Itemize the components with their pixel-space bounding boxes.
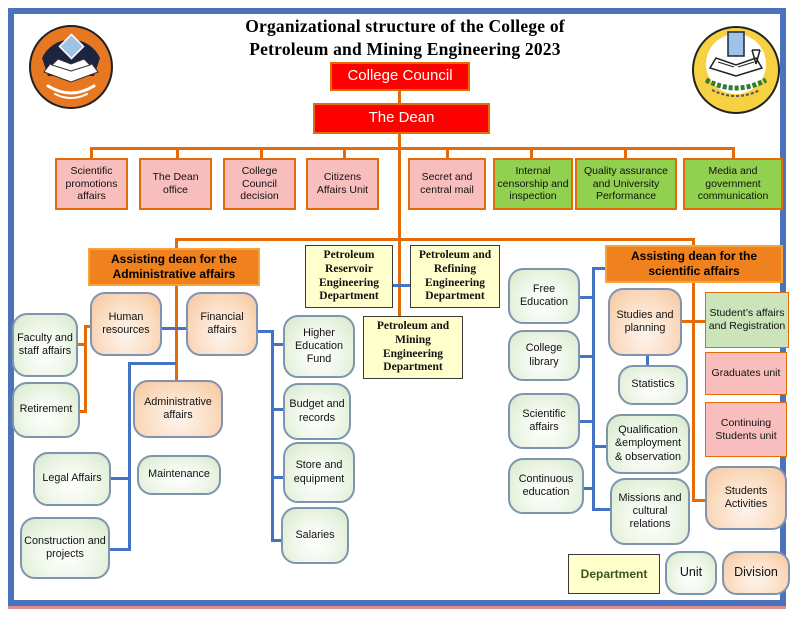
legend-unit: Unit bbox=[665, 551, 717, 595]
connector-line bbox=[260, 147, 263, 159]
connector-line bbox=[579, 296, 593, 299]
node-continuing-students-unit: Continuing Students unit bbox=[705, 402, 787, 457]
connector-line bbox=[692, 238, 695, 247]
node-free-education: Free Education bbox=[508, 268, 580, 324]
node-dept-reservoir: Petroleum Reservoir Engineering Departme… bbox=[305, 245, 393, 308]
node-budget-records: Budget and records bbox=[283, 383, 351, 440]
connector-line bbox=[175, 286, 178, 382]
connector-line bbox=[161, 327, 187, 330]
college-seal-logo-icon bbox=[692, 26, 780, 114]
legend-department: Department bbox=[568, 554, 660, 594]
connector-line bbox=[446, 147, 449, 159]
connector-line bbox=[90, 147, 735, 150]
connector-line bbox=[128, 362, 131, 551]
connector-line bbox=[592, 267, 606, 270]
connector-line bbox=[624, 147, 627, 159]
node-missions-cultural: Missions and cultural relations bbox=[610, 478, 690, 545]
node-financial-affairs: Financial affairs bbox=[186, 292, 258, 356]
node-construction-projects: Construction and projects bbox=[20, 517, 110, 579]
connector-line bbox=[79, 410, 85, 413]
node-administrative-affairs: Administrative affairs bbox=[133, 380, 223, 438]
node-continuous-education: Continuous education bbox=[508, 458, 584, 514]
node-legal-affairs: Legal Affairs bbox=[33, 452, 111, 506]
connector-line bbox=[392, 284, 411, 287]
connector-line bbox=[271, 476, 284, 479]
connector-line bbox=[128, 362, 176, 365]
node-student-affairs-registration: Student’s affairs and Registration bbox=[705, 292, 789, 348]
connector-line bbox=[257, 330, 273, 333]
connector-line bbox=[646, 355, 649, 366]
node-college-council: College Council bbox=[330, 62, 470, 91]
connector-line bbox=[271, 343, 284, 346]
node-scientific-affairs: Scientific affairs bbox=[508, 393, 580, 449]
node-studies-planning: Studies and planning bbox=[608, 288, 682, 356]
node-dept-refining: Petroleum and Refining Engineering Depar… bbox=[410, 245, 500, 308]
connector-line bbox=[77, 343, 85, 346]
page-title-line2: Petroleum and Mining Engineering 2023 bbox=[249, 39, 561, 60]
connector-line bbox=[175, 238, 178, 250]
node-quality-assurance: Quality assurance and University Perform… bbox=[575, 158, 677, 210]
connector-line bbox=[271, 539, 284, 542]
node-media-government: Media and government communication bbox=[683, 158, 783, 210]
node-the-dean: The Dean bbox=[313, 103, 490, 134]
connector-line bbox=[84, 325, 92, 328]
node-human-resources: Human resources bbox=[90, 292, 162, 356]
node-assist-dean-admin: Assisting dean for the Administrative af… bbox=[88, 248, 260, 286]
node-retirement: Retirement bbox=[12, 382, 80, 438]
legend-division: Division bbox=[722, 551, 790, 595]
connector-line bbox=[530, 147, 533, 159]
node-council-decision: College Council decision bbox=[223, 158, 296, 210]
connector-line bbox=[592, 508, 611, 511]
connector-line bbox=[692, 499, 706, 502]
connector-line bbox=[680, 320, 706, 323]
node-statistics: Statistics bbox=[618, 365, 688, 405]
node-higher-education-fund: Higher Education Fund bbox=[283, 315, 355, 378]
university-seal-logo-icon bbox=[29, 25, 113, 109]
node-internal-censorship: Internal censorship and inspection bbox=[493, 158, 573, 210]
node-store-equipment: Store and equipment bbox=[283, 442, 355, 503]
connector-line bbox=[108, 548, 128, 551]
node-dean-office: The Dean office bbox=[139, 158, 212, 210]
node-secret-mail: Secret and central mail bbox=[408, 158, 486, 210]
connector-line bbox=[343, 147, 346, 159]
connector-line bbox=[175, 238, 695, 241]
connector-line bbox=[579, 355, 593, 358]
page-title-line1: Organizational structure of the College … bbox=[245, 16, 565, 36]
connector-line bbox=[271, 330, 274, 542]
connector-line bbox=[176, 147, 179, 159]
node-assist-dean-scientific: Assisting dean for the scientific affair… bbox=[605, 245, 783, 283]
connector-line bbox=[398, 147, 401, 241]
node-scientific-promotions: Scientific promotions affairs bbox=[55, 158, 128, 210]
node-college-library: College library bbox=[508, 330, 580, 381]
connector-line bbox=[732, 147, 735, 159]
node-graduates-unit: Graduates unit bbox=[705, 352, 787, 395]
node-students-activities: Students Activities bbox=[705, 466, 787, 530]
connector-line bbox=[398, 90, 401, 104]
connector-line bbox=[398, 238, 401, 318]
connector-line bbox=[84, 325, 87, 413]
node-salaries: Salaries bbox=[281, 507, 349, 564]
node-maintenance: Maintenance bbox=[137, 455, 221, 495]
node-dept-mining: Petroleum and Mining Engineering Departm… bbox=[363, 316, 463, 379]
connector-line bbox=[583, 487, 593, 490]
page-title: Organizational structure of the College … bbox=[170, 15, 640, 61]
node-citizens-affairs: Citizens Affairs Unit bbox=[306, 158, 379, 210]
connector-line bbox=[692, 283, 695, 501]
connector-line bbox=[90, 147, 93, 159]
connector-line bbox=[592, 267, 595, 511]
node-faculty-staff: Faculty and staff affairs bbox=[12, 313, 78, 377]
connector-line bbox=[271, 408, 284, 411]
node-qualification-employment: Qualification &employment & observation bbox=[606, 414, 690, 474]
connector-line bbox=[398, 133, 401, 148]
connector-line bbox=[579, 420, 593, 423]
connector-line bbox=[592, 445, 607, 448]
connector-line bbox=[109, 477, 128, 480]
